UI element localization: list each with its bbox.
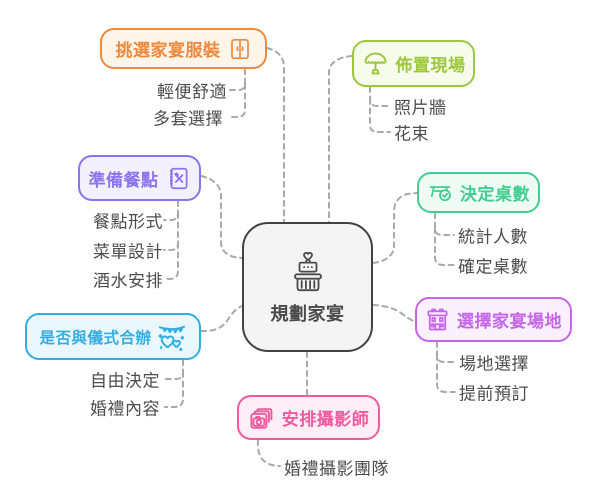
sub-item-food-style[interactable]: 餐點形式 [93, 212, 163, 232]
branch-label-ceremony: 是否與儀式合辦 [39, 329, 152, 347]
connector-decorate-sub2 [369, 98, 391, 133]
sub-item-decorate-photowall[interactable]: 照片牆 [394, 98, 447, 118]
sub-item-food-drinks[interactable]: 酒水安排 [93, 271, 163, 291]
branch-label-tables: 決定桌數 [460, 185, 530, 204]
connector-venue-sub1 [436, 341, 456, 363]
branch-label-venue: 選擇家宴場地 [457, 312, 562, 331]
branch-node-outfit[interactable]: 挑選家宴服裝 [100, 28, 267, 69]
branch-node-food[interactable]: 準備餐點 [78, 155, 201, 201]
building-icon [425, 307, 450, 332]
connector-photographer-sub1 [256, 439, 281, 467]
branch-node-ceremony[interactable]: 是否與儀式合辦 [25, 313, 201, 360]
connector-decorate-sub1 [369, 86, 391, 107]
connector-center-food [200, 175, 243, 259]
branch-label-outfit: 挑選家宴服裝 [115, 41, 221, 60]
connector-food-sub1 [163, 200, 179, 221]
center-node[interactable]: 規劃家宴 [242, 222, 373, 352]
camera-stack-icon [248, 404, 275, 431]
wardrobe-icon [228, 37, 252, 61]
sub-item-venue-choose[interactable]: 場地選擇 [459, 354, 529, 374]
sub-item-tables-headcount[interactable]: 統計人數 [458, 227, 528, 247]
sub-item-decorate-bouquet[interactable]: 花束 [394, 124, 429, 144]
connector-venue-sub2 [436, 354, 456, 393]
connector-center-decorate [328, 55, 353, 223]
sub-item-ceremony-free[interactable]: 自由決定 [90, 371, 160, 391]
connector-center-ceremony [200, 305, 243, 333]
branch-label-decorate: 佈置現場 [395, 56, 466, 75]
connector-center-venue [372, 304, 416, 323]
branch-node-photographer[interactable]: 安排攝影師 [237, 395, 380, 440]
sub-item-outfit-multiple[interactable]: 多套選擇 [153, 109, 223, 129]
umbrella-icon [362, 50, 389, 77]
sub-item-food-menu[interactable]: 菜單設計 [93, 242, 163, 262]
connector-outfit-sub1 [228, 68, 246, 91]
center-label: 規劃家宴 [270, 303, 345, 324]
table-check-icon [427, 180, 453, 205]
sub-item-venue-book[interactable]: 提前預訂 [459, 384, 529, 404]
hearts-banner-icon [157, 322, 187, 352]
sub-item-outfit-comfort[interactable]: 輕便舒適 [157, 82, 227, 102]
connector-center-outfit [266, 47, 285, 223]
sub-item-tables-confirm[interactable]: 確定桌數 [458, 257, 528, 277]
sub-item-ceremony-content[interactable]: 婚禮內容 [90, 399, 160, 419]
connector-center-tables [372, 192, 418, 264]
connector-outfit-sub2 [230, 83, 246, 118]
connector-ceremony-sub1 [164, 359, 184, 380]
branch-node-decorate[interactable]: 佈置現場 [352, 40, 475, 87]
menu-icon [166, 166, 191, 191]
connector-tables-sub2 [434, 227, 455, 266]
sub-item-photographer-team[interactable]: 婚禮攝影團隊 [284, 459, 389, 479]
branch-node-venue[interactable]: 選擇家宴場地 [415, 297, 572, 342]
branch-node-tables[interactable]: 決定桌數 [417, 172, 540, 213]
branch-label-food: 準備餐點 [88, 170, 159, 190]
connector-food-sub3 [163, 242, 179, 280]
branch-label-photographer: 安排攝影師 [281, 410, 370, 429]
connector-ceremony-sub2 [164, 371, 184, 408]
wedding-cake-icon [290, 249, 326, 295]
connector-tables-sub1 [434, 212, 455, 236]
